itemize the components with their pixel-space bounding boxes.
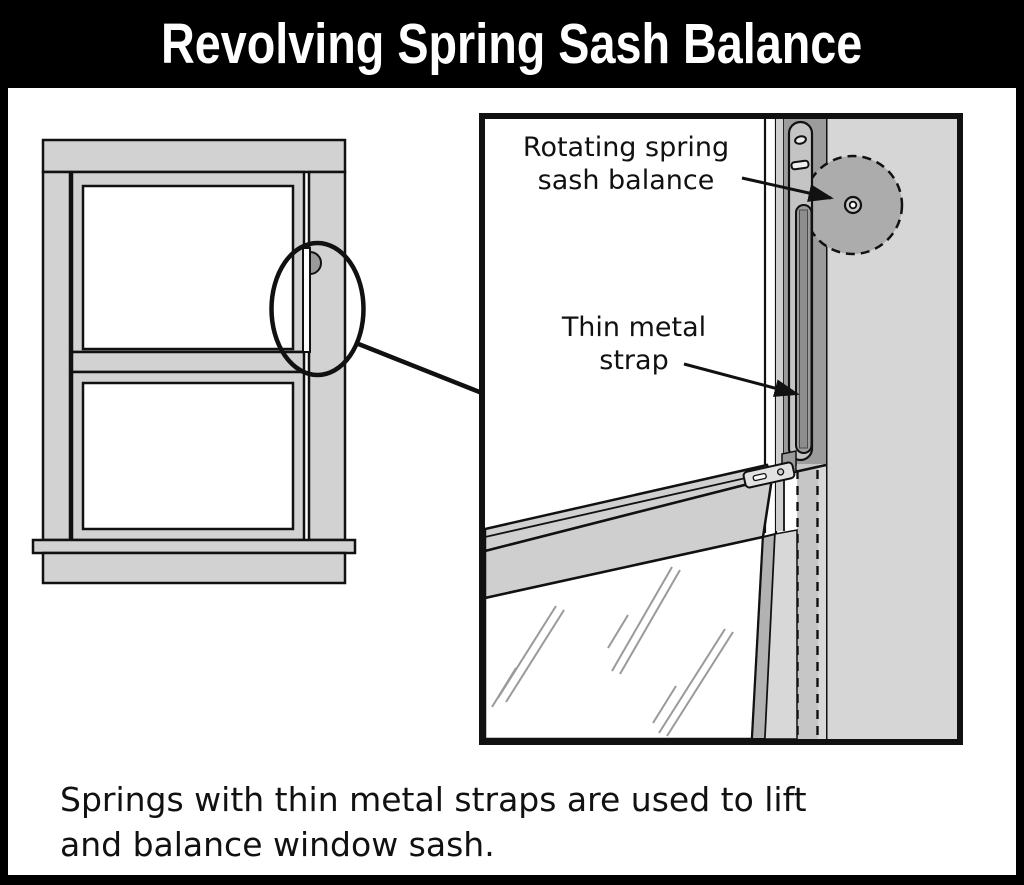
caption-line1: Springs with thin metal straps are used … bbox=[60, 780, 807, 819]
arrow-rotating-balance bbox=[741, 176, 834, 202]
jamb-gap-band bbox=[765, 119, 776, 533]
label-strap-line1: Thin metal bbox=[561, 312, 707, 343]
label-strap-line2: strap bbox=[599, 344, 669, 376]
jamb-band-lower bbox=[818, 464, 826, 739]
window-apron bbox=[41, 551, 347, 585]
page-title: Revolving Spring Sash Balance bbox=[161, 12, 863, 76]
sash-glass bbox=[485, 535, 765, 739]
label-thin-metal-strap: Thin metal strap bbox=[514, 312, 754, 378]
plate-small-slot bbox=[790, 159, 810, 171]
label-rotating-spring: Rotating spring sash balance bbox=[466, 132, 786, 198]
diagram-panel: Rotating spring sash balance Thin metal … bbox=[8, 88, 1016, 875]
window-illustration bbox=[31, 138, 357, 585]
caption-line2: and balance window sash. bbox=[60, 824, 495, 864]
caption: Springs with thin metal straps are used … bbox=[60, 778, 990, 867]
glass-reflections bbox=[491, 566, 734, 737]
lower-sash-pane bbox=[81, 381, 295, 531]
right-casing bbox=[307, 170, 347, 542]
label-rotating-line2: sash balance bbox=[537, 164, 715, 196]
plate-top-hole bbox=[794, 135, 807, 145]
sash-stile bbox=[750, 532, 777, 739]
left-casing bbox=[41, 170, 72, 542]
magnifier bbox=[269, 240, 483, 396]
jamb-face-lower bbox=[764, 529, 798, 739]
magnifier-ellipse bbox=[269, 240, 366, 378]
window-sill bbox=[31, 538, 357, 555]
head-casing bbox=[41, 138, 347, 174]
magnifier-connector-line bbox=[355, 340, 483, 396]
upper-sash-pane bbox=[81, 184, 295, 351]
strap-channel-lower bbox=[797, 464, 818, 739]
balance-strap-small bbox=[302, 247, 311, 353]
title-bar: Revolving Spring Sash Balance bbox=[0, 0, 1024, 88]
inset-frame bbox=[479, 113, 963, 745]
rail-bevel-line bbox=[485, 472, 769, 538]
check-rail bbox=[70, 350, 306, 374]
metal-strap bbox=[799, 209, 808, 449]
arrow-thin-strap bbox=[683, 362, 800, 397]
label-rotating-line1: Rotating spring bbox=[522, 132, 730, 163]
inset-detail-view bbox=[479, 113, 963, 745]
sash-attachment-plate bbox=[742, 461, 796, 489]
balance-knob-small bbox=[309, 250, 322, 276]
drum-pivot-inner bbox=[848, 200, 858, 210]
sash-balance-diagram bbox=[31, 113, 963, 745]
parting-strip bbox=[776, 119, 784, 531]
